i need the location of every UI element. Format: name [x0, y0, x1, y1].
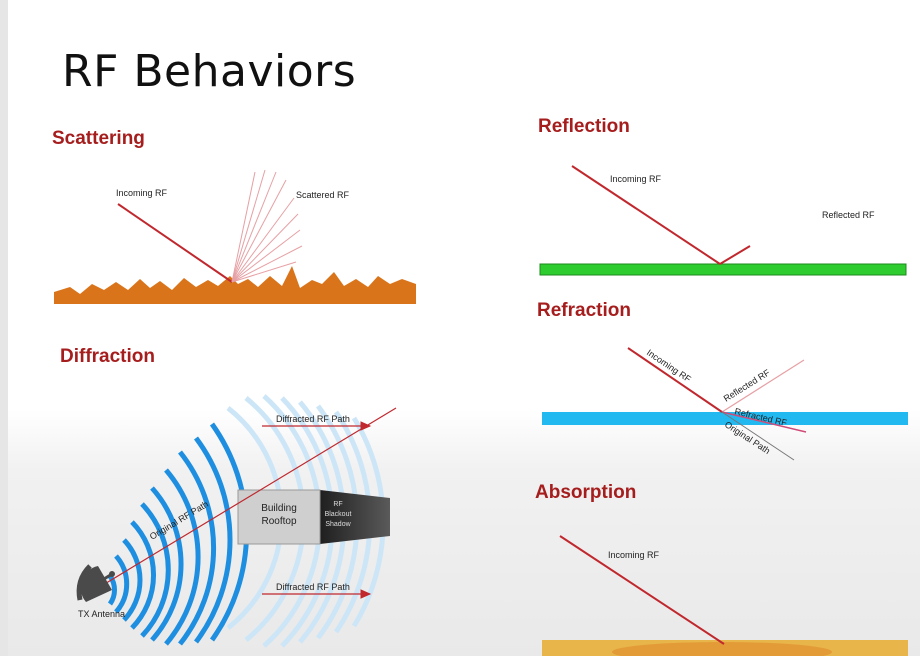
antenna-label: TX Antenna [78, 609, 125, 619]
refraction-refracted-ray [721, 411, 807, 433]
scatter-incoming-ray [117, 203, 233, 283]
absorption-incoming-label: Incoming RF [608, 550, 660, 560]
diffracted-label-top: Diffracted RF Path [276, 414, 350, 424]
scattering-diagram: Incoming RF Scattered RF [54, 169, 416, 304]
scatter-incoming-label: Incoming RF [116, 188, 168, 198]
absorption-heading: Absorption [535, 482, 637, 503]
reflection-heading: Reflection [538, 116, 630, 137]
scatter-rough-surface [54, 266, 416, 304]
diffraction-heading: Diffraction [60, 346, 155, 367]
reflection-surface [539, 263, 907, 276]
building-rooftop [237, 489, 321, 545]
reflection-incoming-label: Incoming RF [610, 174, 662, 184]
slide-edge [0, 0, 8, 656]
refraction-heading: Refraction [537, 300, 631, 321]
refraction-incoming-label: Incoming RF [645, 347, 693, 384]
shadow-label-3: Shadow [325, 521, 351, 528]
original-rf-path [97, 407, 397, 589]
scattering-heading: Scattering [52, 128, 145, 149]
tx-antenna-icon [76, 564, 115, 602]
reflection-incoming-ray [571, 165, 721, 265]
scatter-scattered-label: Scattered RF [296, 190, 350, 200]
refraction-diagram: Incoming RF Reflected RF Refracted RF Or… [542, 347, 908, 461]
building-label-1: Building [261, 503, 297, 514]
shadow-label-1: RF [333, 501, 342, 508]
diffracted-label-bottom: Diffracted RF Path [276, 582, 350, 592]
absorption-incoming-ray [559, 535, 725, 645]
absorption-diagram: Incoming RF [542, 535, 908, 656]
rf-blackout-shadow [320, 490, 390, 544]
wave-arcs [107, 422, 249, 646]
reflection-reflected-label: Reflected RF [822, 210, 875, 220]
reflection-reflected-ray [719, 245, 751, 265]
shadow-label-2: Blackout [325, 511, 352, 518]
diffraction-diagram: Diffracted RF Path Diffracted RF Path Or… [76, 394, 397, 648]
refraction-reflected-ray [721, 359, 805, 413]
scattered-rays [231, 169, 303, 283]
refraction-original-path [721, 411, 795, 461]
refraction-surface [542, 412, 908, 425]
slide-title: RF Behaviors [62, 46, 357, 97]
building-label-2: Rooftop [261, 516, 296, 527]
reflection-diagram: Incoming RF Reflected RF [539, 165, 907, 276]
absorption-heat-glow [612, 642, 832, 656]
refraction-incoming-ray [627, 347, 723, 413]
